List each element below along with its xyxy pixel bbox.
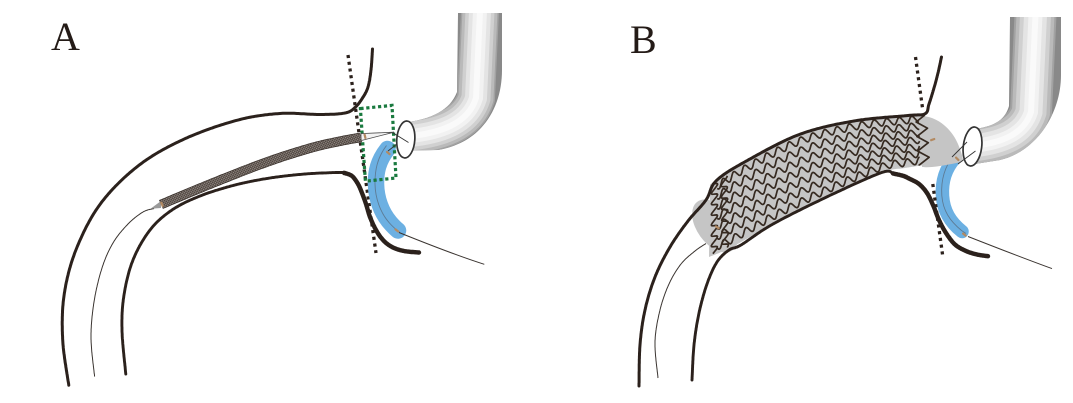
svg-text:B: B — [630, 17, 657, 62]
svg-text:A: A — [51, 14, 80, 59]
